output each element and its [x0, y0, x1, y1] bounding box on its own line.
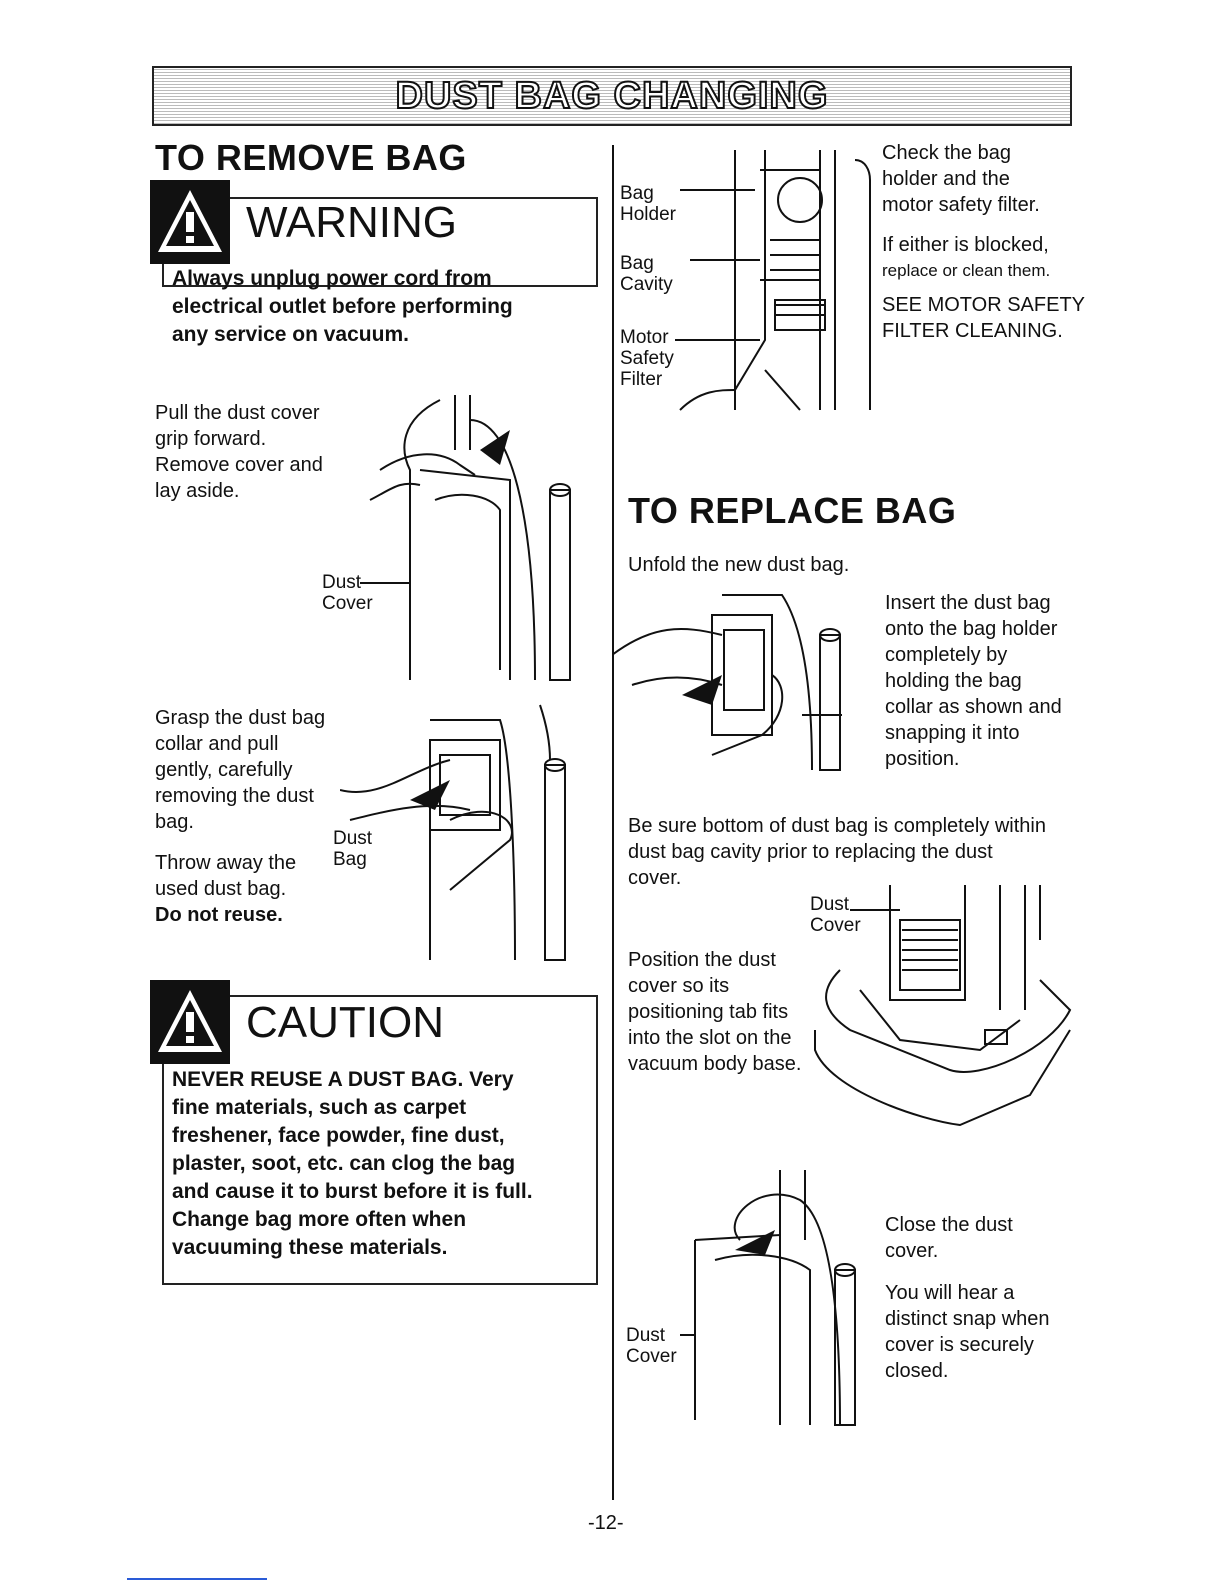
warning-triangle-icon	[150, 180, 230, 264]
snap-text: You will hear a distinct snap when cover…	[885, 1282, 1050, 1382]
unfold-text: Unfold the new dust bag.	[628, 554, 850, 576]
bag-holder-illustration	[675, 150, 871, 411]
remove-bag-title: TO REMOVE BAG	[155, 137, 467, 178]
bag-holder-label: Bag Holder	[620, 183, 676, 225]
remove-cover-illustration	[360, 395, 571, 681]
caution-text: NEVER REUSE A DUST BAG. Very fine materi…	[172, 1068, 533, 1259]
insert-bag-text: Insert the dust bag onto the bag holder …	[885, 592, 1062, 770]
dust-bag-label: Dust Bag	[333, 828, 373, 870]
caution-box	[162, 995, 598, 1285]
see-filter-cleaning-text: SEE MOTOR SAFETY FILTER CLEANING.	[882, 294, 1085, 342]
motor-filter-label: Motor Safety Filter	[620, 327, 674, 390]
insert-bag-illustration	[612, 594, 842, 771]
bag-cavity-label: Bag Cavity	[620, 253, 673, 295]
remove-bag-illustration	[340, 704, 566, 961]
be-sure-text: Be sure bottom of dust bag is completely…	[628, 815, 1046, 889]
position-cover-illustration	[814, 885, 1072, 1127]
banner-title: DUST BAG CHANGING	[395, 74, 829, 118]
column-divider	[612, 145, 614, 1500]
step-pull-cover-text: Pull the dust cover grip forward. Remove…	[155, 402, 323, 502]
close-cover-illustration	[680, 1170, 856, 1426]
section-banner: DUST BAG CHANGING	[152, 66, 1072, 126]
caution-heading: CAUTION	[246, 998, 444, 1047]
close-cover-text: Close the dust cover.	[885, 1214, 1013, 1262]
dust-cover-label-3: Dust Cover	[626, 1325, 677, 1367]
dust-cover-label-1: Dust Cover	[322, 572, 373, 614]
page-number: -12-	[588, 1512, 624, 1534]
replace-bag-title: TO REPLACE BAG	[628, 490, 957, 531]
position-cover-text: Position the dust cover so its positioni…	[628, 949, 802, 1075]
blocked-text: If either is blocked, replace or clean t…	[882, 234, 1051, 280]
dust-cover-label-2: Dust Cover	[810, 894, 861, 936]
warning-heading: WARNING	[246, 198, 458, 247]
caution-triangle-icon	[150, 980, 230, 1064]
footer-rule	[127, 1578, 267, 1580]
step-throw-away-text: Throw away the used dust bag. Do not reu…	[155, 852, 297, 926]
check-bag-text: Check the bag holder and the motor safet…	[882, 142, 1040, 216]
warning-text: Always unplug power cord from electrical…	[172, 267, 513, 346]
step-remove-bag-text: Grasp the dust bag collar and pull gentl…	[155, 707, 326, 833]
